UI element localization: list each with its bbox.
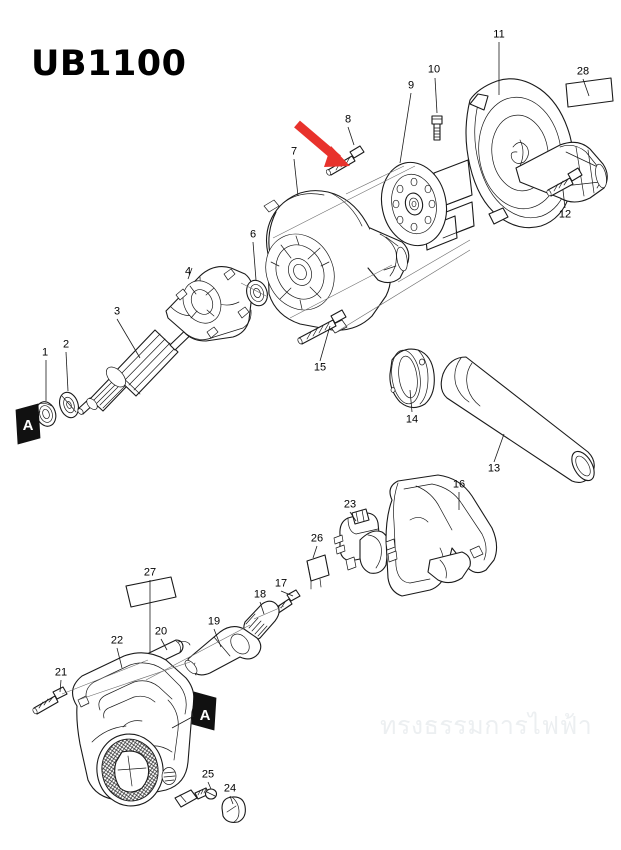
part-15-tapping-screw [297, 309, 347, 345]
callout-carbon-brush: 25 [201, 768, 215, 781]
callout-motor-housing: 7 [290, 145, 298, 158]
callout-ball-bearing-627: 6 [249, 228, 257, 241]
part-group-motor: A [15, 266, 253, 445]
part-group-nozzle [389, 348, 595, 483]
part-group-lower-handle: A [32, 576, 301, 823]
part-group-switch-handle [306, 474, 498, 597]
part-12-tapping-screw [546, 167, 583, 197]
callout-fan-housing-cover: 11 [493, 28, 505, 41]
page-title: UB1100 [31, 44, 187, 84]
callout-name-plate-27: 27 [143, 566, 157, 579]
part-24-brush-holder-cap [221, 796, 246, 823]
callout-noise-suppressor: 26 [310, 532, 324, 545]
assembly-guide-lines [240, 165, 471, 332]
callout-handle-housing-left: 22 [110, 634, 124, 647]
part-19-lever-arm [184, 626, 262, 676]
callout-tapping-screw-15: 15 [313, 361, 327, 374]
callout-trigger-switch: 23 [343, 498, 357, 511]
part-2-bearing-retainer [58, 391, 80, 419]
callout-tapping-screw-12: 12 [558, 208, 572, 221]
detail-marker-a-upper: A [15, 403, 41, 445]
assembly-guide-lines-lower [61, 605, 285, 701]
part-22-handle-housing-left [71, 652, 195, 807]
part-6-ball-bearing [246, 279, 268, 307]
part-26-noise-suppressor [306, 554, 330, 590]
callout-impeller-fan: 9 [407, 79, 415, 92]
callout-ball-bearing-608: 1 [41, 346, 49, 359]
part-13-blower-nozzle [440, 356, 595, 483]
callout-tapping-screw-21: 21 [54, 666, 68, 679]
callout-lever-arm: 19 [207, 615, 221, 628]
detail-marker-a-lower: A [191, 691, 217, 731]
callout-name-plate-28: 28 [576, 65, 590, 78]
watermark-text: ทรงธรรมการไฟฟ้า [380, 711, 593, 740]
part-group-blower [240, 42, 614, 362]
part-14-nozzle-joint-ring [389, 348, 435, 409]
part-25-carbon-brush [174, 787, 218, 808]
callout-blower-nozzle: 13 [487, 462, 501, 475]
part-27-name-plate [125, 576, 177, 608]
callout-fan-nut: 10 [427, 63, 441, 76]
callout-lock-lever-knob: 18 [253, 588, 267, 601]
callout-bearing-retainer: 2 [62, 338, 70, 351]
part-21-tapping-screw [32, 686, 68, 715]
callout-brush-holder-cap: 24 [223, 782, 237, 795]
callout-handle-housing-right: 16 [452, 478, 466, 491]
part-9-impeller-fan [380, 159, 475, 251]
svg-text:A: A [23, 417, 34, 434]
callout-nozzle-joint-ring: 14 [405, 413, 419, 426]
part-28-name-plate [565, 77, 614, 108]
part-10-fan-nut [431, 115, 443, 141]
callout-machine-screw-17: 17 [274, 577, 288, 590]
part-23-trigger-switch [333, 508, 389, 574]
callout-spring-pin: 20 [154, 625, 168, 638]
part-16-handle-housing-right [385, 474, 498, 597]
callout-tapping-screw-8: 8 [344, 113, 352, 126]
svg-text:A: A [200, 707, 211, 724]
part-4-field-stator [165, 266, 253, 342]
part-1-ball-bearing [35, 401, 57, 427]
callout-field-stator: 4 [184, 265, 192, 278]
callout-armature-assembly: 3 [113, 305, 121, 318]
red-arrow-pointer [294, 120, 350, 167]
